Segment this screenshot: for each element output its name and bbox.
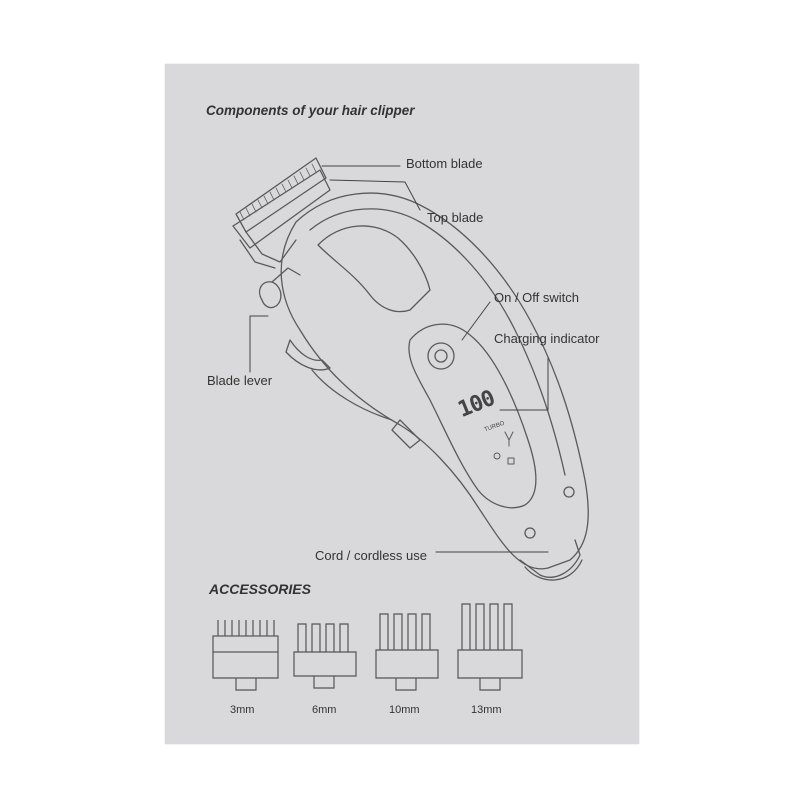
- comb-size-label: 10mm: [389, 704, 420, 716]
- label-bottom-blade: Bottom blade: [406, 156, 483, 171]
- label-cord-cordless: Cord / cordless use: [315, 548, 427, 563]
- comb-10mm: [375, 613, 439, 691]
- blade-assembly: [232, 157, 331, 269]
- comb-3mm: [212, 620, 279, 691]
- page-title: Components of your hair clipper: [206, 103, 415, 118]
- leader-lines: [249, 165, 549, 553]
- accessories-heading: ACCESSORIES: [209, 581, 311, 597]
- comb-13mm: [457, 603, 523, 691]
- power-button: [427, 342, 455, 370]
- comb-size-label: 13mm: [471, 704, 502, 716]
- label-charging-indicator: Charging indicator: [494, 331, 600, 346]
- label-top-blade: Top blade: [427, 210, 484, 225]
- comb-size-label: 6mm: [312, 704, 337, 716]
- comb-6mm: [293, 623, 357, 689]
- clipper-body: [258, 192, 589, 581]
- label-on-off-switch: On / Off switch: [494, 290, 580, 305]
- comb-size-label: 3mm: [230, 704, 255, 716]
- display-icons: [493, 431, 515, 465]
- label-blade-lever: Blade lever: [207, 373, 273, 388]
